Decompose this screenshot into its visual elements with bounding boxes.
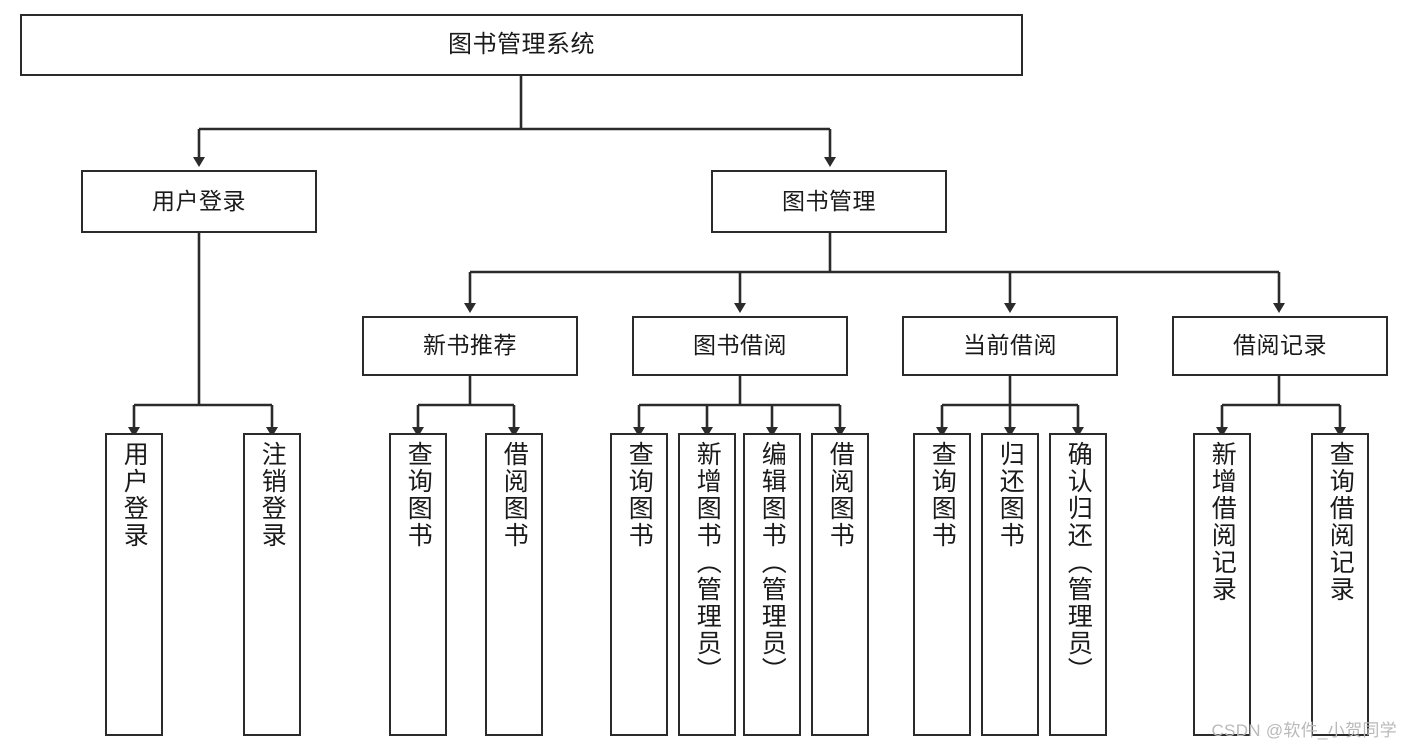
leaf-add-borrow-record-label: 新增借阅记录 xyxy=(1208,441,1237,603)
leaf-confirm-return-admin[interactable]: 确认归还（管理员） xyxy=(1049,433,1107,736)
leaf-user-login[interactable]: 用户登录 xyxy=(105,433,163,736)
leaf-user-login-label: 用户登录 xyxy=(120,441,149,549)
node-book-borrow-label: 图书借阅 xyxy=(693,332,787,359)
leaf-add-book-admin[interactable]: 新增图书（管理员） xyxy=(678,433,736,736)
node-current-borrow[interactable]: 当前借阅 xyxy=(902,316,1118,376)
leaf-query-book-3[interactable]: 查询图书 xyxy=(913,433,971,736)
leaf-logout-login-label: 注销登录 xyxy=(258,441,287,549)
leaf-borrow-book-2-label: 借阅图书 xyxy=(826,441,855,549)
leaf-query-book-2[interactable]: 查询图书 xyxy=(610,433,668,736)
node-user-login[interactable]: 用户登录 xyxy=(81,170,317,233)
node-new-book-recommend-label: 新书推荐 xyxy=(423,332,517,359)
node-book-borrow[interactable]: 图书借阅 xyxy=(632,316,848,376)
node-current-borrow-label: 当前借阅 xyxy=(963,332,1057,359)
leaf-edit-book-admin-label: 编辑图书（管理员） xyxy=(758,441,787,684)
leaf-add-borrow-record[interactable]: 新增借阅记录 xyxy=(1193,433,1251,736)
leaf-query-borrow-record[interactable]: 查询借阅记录 xyxy=(1311,433,1369,736)
leaf-query-borrow-record-label: 查询借阅记录 xyxy=(1326,441,1355,603)
leaf-logout-login[interactable]: 注销登录 xyxy=(243,433,301,736)
leaf-borrow-book-1[interactable]: 借阅图书 xyxy=(485,433,543,736)
leaf-borrow-book-1-label: 借阅图书 xyxy=(500,441,529,549)
leaf-borrow-book-2[interactable]: 借阅图书 xyxy=(811,433,869,736)
leaf-query-book-3-label: 查询图书 xyxy=(928,441,957,549)
csdn-watermark: CSDN @软件_小贺同学 xyxy=(1211,721,1397,740)
leaf-return-book-label: 归还图书 xyxy=(996,441,1025,549)
leaf-add-book-admin-label: 新增图书（管理员） xyxy=(693,441,722,684)
node-new-book-recommend[interactable]: 新书推荐 xyxy=(362,316,578,376)
node-user-login-label: 用户登录 xyxy=(152,187,246,214)
leaf-query-book-1[interactable]: 查询图书 xyxy=(389,433,447,736)
node-borrow-record[interactable]: 借阅记录 xyxy=(1172,316,1388,376)
leaf-query-book-2-label: 查询图书 xyxy=(625,441,654,549)
leaf-edit-book-admin[interactable]: 编辑图书（管理员） xyxy=(743,433,801,736)
node-book-management[interactable]: 图书管理 xyxy=(711,170,947,233)
node-book-management-label: 图书管理 xyxy=(782,187,876,214)
leaf-return-book[interactable]: 归还图书 xyxy=(981,433,1039,736)
leaf-query-book-1-label: 查询图书 xyxy=(404,441,433,549)
node-root-label: 图书管理系统 xyxy=(448,30,595,58)
leaf-confirm-return-admin-label: 确认归还（管理员） xyxy=(1064,441,1093,684)
node-root[interactable]: 图书管理系统 xyxy=(20,14,1023,76)
node-borrow-record-label: 借阅记录 xyxy=(1233,332,1327,359)
